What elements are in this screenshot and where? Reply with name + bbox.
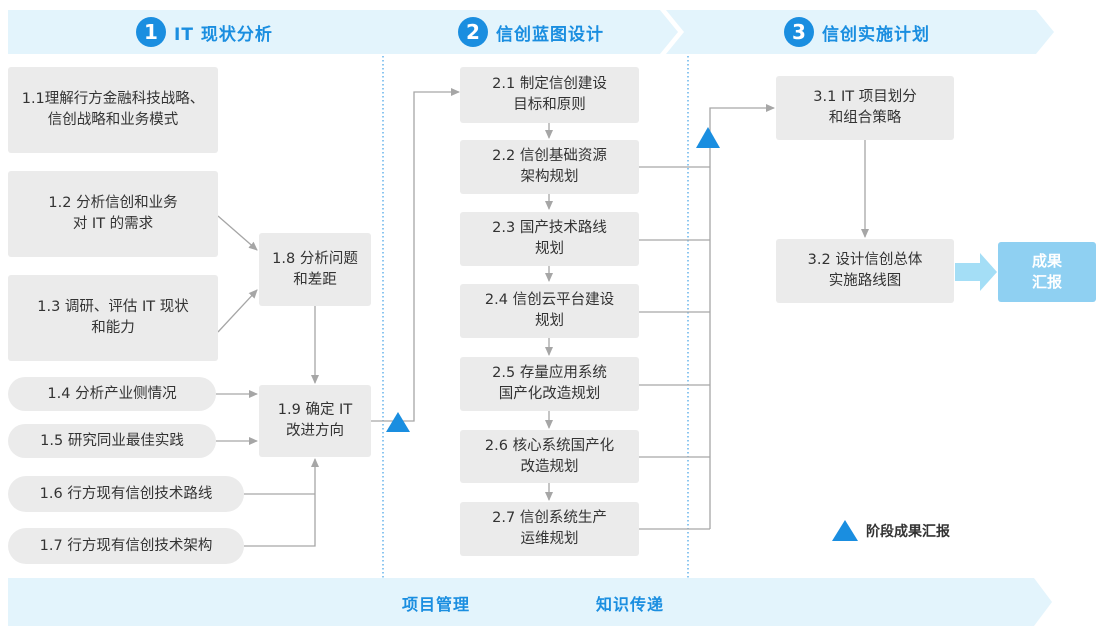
knowledge-transfer-label: 知识传递 bbox=[596, 595, 665, 614]
phase-number-badge: 3 bbox=[784, 17, 814, 47]
triangle-icon bbox=[832, 520, 858, 541]
step-2-3: 2.3 国产技术路线 规划 bbox=[460, 212, 639, 266]
step-1-5: 1.5 研究同业最佳实践 bbox=[8, 424, 216, 458]
step-3-1: 3.1 IT 项目划分 和组合策略 bbox=[776, 76, 954, 140]
step-2-7: 2.7 信创系统生产 运维规划 bbox=[460, 502, 639, 556]
project-management-label: 项目管理 bbox=[402, 595, 471, 614]
step-2-6: 2.6 核心系统国产化 改造规划 bbox=[460, 430, 639, 483]
step-2-1: 2.1 制定信创建设 目标和原则 bbox=[460, 67, 639, 123]
connector bbox=[217, 215, 258, 251]
legend: 阶段成果汇报 bbox=[832, 520, 950, 541]
phase-number-badge: 2 bbox=[458, 17, 488, 47]
step-1-2: 1.2 分析信创和业务 对 IT 的需求 bbox=[8, 171, 218, 257]
step-1-6: 1.6 行方现有信创技术路线 bbox=[8, 476, 244, 512]
step-1-7: 1.7 行方现有信创技术架构 bbox=[8, 528, 244, 564]
step-2-4: 2.4 信创云平台建设 规划 bbox=[460, 284, 639, 338]
result-report-box: 成果 汇报 bbox=[998, 242, 1096, 302]
phase-header-2: 2 信创蓝图设计 bbox=[370, 10, 678, 54]
phase-title: 信创实施计划 bbox=[822, 24, 930, 45]
step-1-4: 1.4 分析产业侧情况 bbox=[8, 377, 216, 411]
phase-header-1: 1 IT 现状分析 bbox=[8, 10, 390, 54]
milestone-triangle-icon bbox=[386, 412, 410, 432]
connector bbox=[217, 289, 258, 333]
phase-title: 信创蓝图设计 bbox=[496, 24, 604, 45]
step-1-8: 1.8 分析问题 和差距 bbox=[259, 233, 371, 306]
phase-title: IT 现状分析 bbox=[174, 24, 273, 45]
result-arrow bbox=[955, 253, 997, 291]
step-1-9: 1.9 确定 IT 改进方向 bbox=[259, 385, 371, 457]
step-2-5: 2.5 存量应用系统 国产化改造规划 bbox=[460, 357, 639, 411]
legend-label: 阶段成果汇报 bbox=[866, 523, 950, 540]
bottom-band bbox=[8, 578, 1052, 626]
milestone-triangle-icon bbox=[696, 127, 720, 148]
phase-header-3: 3 信创实施计划 bbox=[666, 10, 1054, 54]
step-1-3: 1.3 调研、评估 IT 现状 和能力 bbox=[8, 275, 218, 361]
connector bbox=[244, 458, 319, 547]
step-1-1: 1.1理解行方金融科技战略、 信创战略和业务模式 bbox=[8, 67, 218, 153]
step-2-2: 2.2 信创基础资源 架构规划 bbox=[460, 140, 639, 194]
connector bbox=[709, 104, 775, 529]
connector bbox=[370, 88, 460, 422]
phase-number-badge: 1 bbox=[136, 17, 166, 47]
step-3-2: 3.2 设计信创总体 实施路线图 bbox=[776, 239, 954, 303]
